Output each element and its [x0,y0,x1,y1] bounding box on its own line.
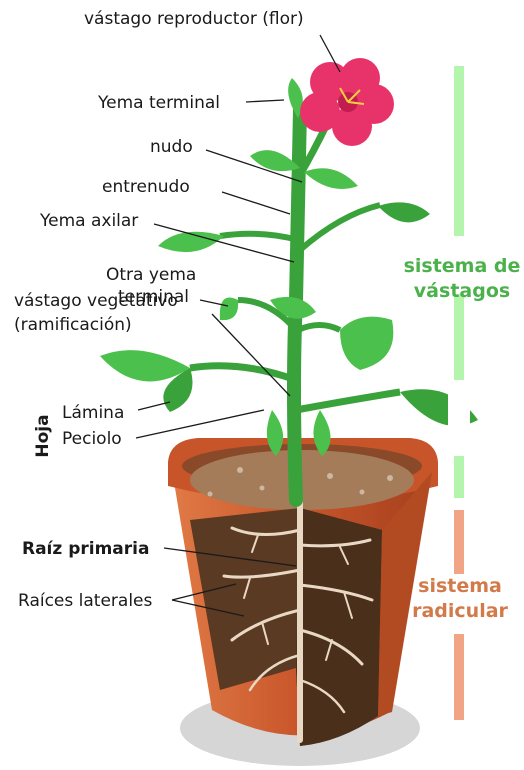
terminal-bud [288,78,303,118]
petiole-label: Peciolo [62,429,122,449]
leaf [158,231,224,253]
internode-label: entrenudo [102,177,190,197]
lateral-roots-label: Raíces laterales [18,591,152,611]
shoot-system-label: sistema de [404,255,521,277]
terminal-bud-label: Yema terminal [97,93,220,113]
leaf [250,150,300,172]
root-system-label: sistema [418,575,502,597]
primary-root-label: Raíz primaria [22,539,149,559]
leaf-blade [100,350,190,382]
other-terminal-label: Otra yema [106,265,196,285]
blade-label: Lámina [62,403,124,423]
node-label: nudo [150,137,193,157]
leaf [340,316,394,370]
leader-lines [135,34,341,617]
leaf [219,297,239,321]
pot [168,438,438,746]
leaf-label: Hoja [33,414,53,457]
vegetative-shoot-label-2: (ramificación) [14,315,132,335]
leaf [378,202,430,223]
leaf [304,168,358,189]
flower-label: vástago reproductor (flor) [84,9,304,29]
leaf [313,410,331,456]
shoot-system-label-2: vástagos [414,280,510,302]
vegetative-shoot-label: vástago vegetativo [14,291,178,311]
other-terminal-label-2: terminal [118,287,189,307]
flower [300,58,394,146]
leaf [266,410,284,456]
root-system-label-2: radicular [412,600,508,622]
axillary-bud-label: Yema axilar [39,211,138,231]
leaf [270,296,316,319]
roots [222,497,374,743]
